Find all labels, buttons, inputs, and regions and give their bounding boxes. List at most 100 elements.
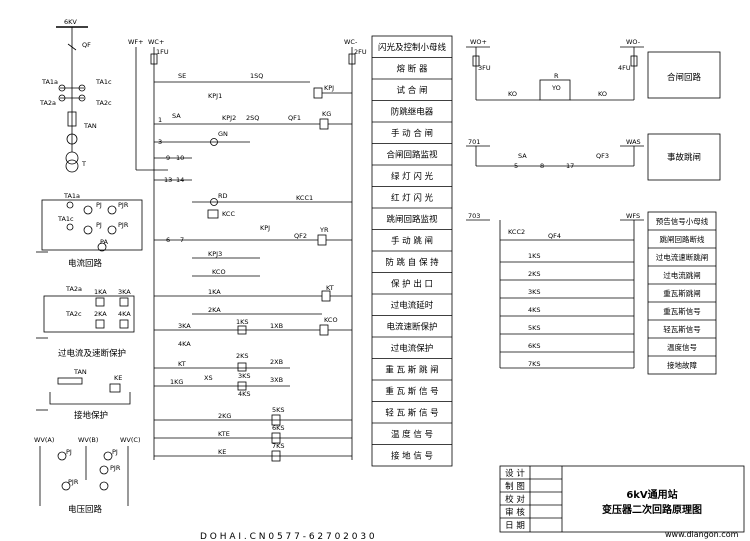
signal-circuit: 703 WFS KCC2 QF4 1KS 2KS 3KS 4KS 5KS 6KS… (466, 212, 644, 369)
wo-minus-label: WO- (626, 38, 641, 46)
ks2-label: 2KS (236, 352, 249, 360)
xb1-label: 1XB (270, 322, 283, 330)
sig-1ks-label: 1KS (528, 252, 541, 260)
kcc1-label: KCC1 (296, 194, 313, 202)
rd-label: RD (218, 192, 228, 200)
ft2-row-label: 温度信号 (667, 342, 697, 352)
n703-label: 703 (468, 212, 480, 220)
v-pj2-label: PJ (112, 448, 118, 456)
wv-a-label: WV(A) (34, 436, 54, 444)
fu4-label: 4FU (618, 64, 631, 72)
oc-2ka-label: 2KA (94, 310, 107, 318)
qf1-label: QF1 (288, 114, 301, 122)
ft2-row-label: 轻瓦斯信号 (663, 324, 701, 334)
ta2a-label: TA2a (39, 99, 56, 107)
terminal-3: 3 (158, 138, 162, 146)
n701-label: 701 (468, 138, 480, 146)
ta2c-label: TA2c (95, 99, 112, 107)
ka3-label: 3KA (178, 322, 191, 330)
cur-ta1a-label: TA1a (63, 192, 80, 200)
r-label: R (554, 72, 559, 80)
ft2-row-label: 过电流跳闸 (663, 270, 701, 280)
was-label: WAS (626, 138, 641, 146)
ks6-label: 6KS (272, 424, 285, 432)
kpj1-label: KPJ1 (208, 92, 222, 100)
ft1-row-label: 防 跳 自 保 持 (385, 257, 439, 268)
voltage-loop-title: 电压回路 (68, 504, 103, 515)
tb-title-line2: 变压器二次回路原理图 (602, 503, 702, 516)
ft1-row-label: 绿 灯 闪 光 (391, 171, 434, 182)
transformer-symbol (65, 151, 79, 165)
voltage-circuit: WV(A) WV(B) WV(C) PJ PJ PJR PJR 电压回路 (34, 436, 140, 515)
ta1a-label: TA1a (41, 78, 58, 86)
v-pjr1-label: PJR (110, 464, 121, 472)
trip-circuit: 701 WAS SA 5 8 17 QF3 事故跳闸 (466, 133, 721, 181)
qf4-label: QF4 (548, 232, 561, 240)
cur-pa-label: PA (100, 238, 109, 246)
tb-review: 审 核 (505, 507, 525, 518)
sig-5ks-label: 5KS (528, 324, 541, 332)
ground-circuit: TAN KE 接地保护 (36, 368, 131, 421)
cur-ta1c-label: TA1c (57, 215, 74, 223)
cur-pj2-label: PJ (96, 221, 102, 229)
sig-6ks-label: 6KS (528, 342, 541, 350)
ft1-row-label: 防跳继电器 (391, 106, 434, 117)
oc-protect-title: 过电流及速断保护 (58, 348, 126, 359)
ft1-row-label: 电流速断保护 (386, 321, 437, 332)
oc-ta2a-label: TA2a (65, 285, 82, 293)
overcurrent-circuit: TA2a TA2c 1KA 3KA 2KA 4KA 过电流及速断保护 (36, 285, 135, 359)
tb-draw: 制 图 (505, 481, 525, 492)
ft2-row-label: 重瓦斯跳闸 (663, 288, 701, 298)
v-pjr2-label: PJR (68, 478, 79, 486)
tb-check: 校 对 (505, 494, 525, 505)
ta1c-label: TA1c (95, 78, 112, 86)
qf3-label: QF3 (596, 152, 609, 160)
kg2-label: 2KG (218, 412, 231, 420)
current-loop-title: 电流回路 (68, 258, 103, 269)
sig-4ks-label: 4KS (528, 306, 541, 314)
ks4-label: 4KS (238, 390, 251, 398)
ko1-label: KO (508, 90, 517, 98)
oc-3ka-label: 3KA (118, 288, 131, 296)
current-circuit: TA1a TA1c PJ PJR PJ PJR PA 电流回路 (36, 192, 143, 269)
kco-a-label: KCO (212, 268, 226, 276)
transformer-label: T (81, 160, 86, 168)
title-block: 设 计 制 图 校 对 审 核 日 期 6kV通用站 变压器二次回路原理图 (499, 465, 745, 533)
se-label: SE (178, 72, 186, 80)
fu3-label: 3FU (478, 64, 491, 72)
ks5-label: 5KS (272, 406, 285, 414)
wc-minus-label: WC- (344, 38, 358, 46)
sig-2ks-label: 2KS (528, 270, 541, 278)
kco-b-label: KCO (324, 316, 338, 324)
ks1-label: 1KS (236, 318, 249, 326)
wv-b-label: WV(B) (78, 436, 98, 444)
ka4-label: 4KA (178, 340, 191, 348)
ft1-row-label: 跳闸回路监视 (386, 214, 438, 225)
ft2-row-label: 重瓦斯信号 (663, 306, 701, 316)
kte-label: KTE (218, 430, 230, 438)
sq1-label: 1SQ (250, 72, 263, 80)
g-ke-label: KE (114, 374, 122, 382)
xs-label: XS (204, 374, 213, 382)
kpj-top-label: KPJ (324, 84, 334, 92)
cur-pjr1-label: PJR (118, 201, 129, 209)
ka2-label: 2KA (208, 306, 221, 314)
ft2-row-label: 跳闸回路断线 (660, 234, 705, 244)
wf-plus-label: WF+ (128, 38, 144, 46)
wo-plus-label: WO+ (470, 38, 487, 46)
tan-label: TAN (83, 122, 97, 130)
fu2-label: 2FU (354, 48, 367, 56)
tan-ct (67, 111, 77, 127)
ka1-label: 1KA (208, 288, 221, 296)
ks7-label: 7KS (272, 442, 285, 450)
closing-circuit: WO+ WO- 3FU 4FU R YO KO KO 合闸回路 (466, 38, 721, 101)
ft1-row-label: 过电流保护 (391, 343, 434, 354)
ft1-row-label: 合闸回路监视 (386, 149, 438, 160)
qf-label: QF (82, 41, 91, 49)
kcc-label: KCC (222, 210, 235, 218)
kg1-label: 1KG (170, 378, 183, 386)
function-table-2: 预告信号小母线跳闸回路断线过电流速断跳闸过电流跳闸重瓦斯跳闸重瓦斯信号轻瓦斯信号… (647, 211, 717, 375)
gn-label: GN (218, 130, 228, 138)
